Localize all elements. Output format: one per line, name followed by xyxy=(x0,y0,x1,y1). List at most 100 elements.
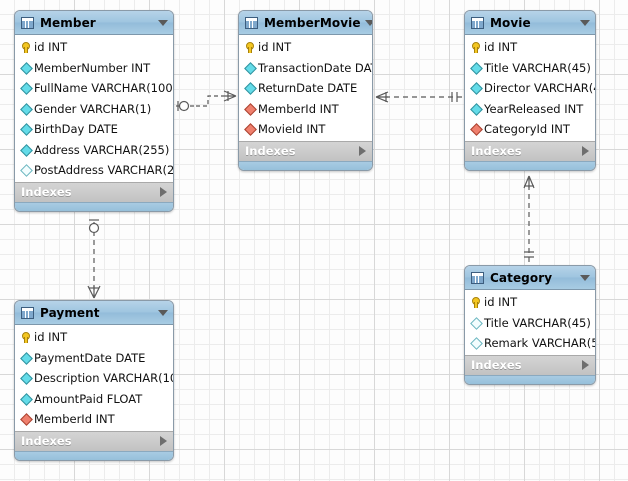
table-column[interactable]: FullName VARCHAR(100) xyxy=(15,78,173,99)
chevron-right-icon[interactable] xyxy=(160,187,167,197)
indexes-label: Indexes xyxy=(471,358,522,372)
column-label: Title VARCHAR(45) xyxy=(484,315,591,330)
indexes-label: Indexes xyxy=(21,434,72,448)
column-label: MemberId INT xyxy=(258,101,339,116)
table-column[interactable]: Title VARCHAR(45) xyxy=(465,313,595,334)
table-title: Category xyxy=(490,270,553,285)
column-label: id INT xyxy=(34,330,68,345)
foreign-key-icon xyxy=(20,414,31,425)
table-column[interactable]: YearReleased INT xyxy=(465,99,595,120)
column-label: YearReleased INT xyxy=(484,101,584,116)
table-column[interactable]: id INT xyxy=(239,37,372,58)
table-column[interactable]: id INT xyxy=(465,292,595,313)
primary-key-icon xyxy=(470,41,481,53)
column-icon xyxy=(20,62,31,73)
table-membermovie[interactable]: MemberMovie id INT TransactionDate DATE Ret… xyxy=(238,10,373,171)
chevron-down-icon[interactable] xyxy=(580,274,590,281)
indexes-section-movie[interactable]: Indexes xyxy=(465,140,595,161)
table-column[interactable]: Remark VARCHAR(500) xyxy=(465,333,595,354)
table-column[interactable]: TransactionDate DATE xyxy=(239,58,372,79)
table-footer xyxy=(15,201,173,211)
table-title: Payment xyxy=(40,305,100,320)
edge-member-payment xyxy=(87,219,101,299)
chevron-down-icon[interactable] xyxy=(580,19,590,26)
indexes-label: Indexes xyxy=(21,185,72,199)
foreign-key-icon xyxy=(470,124,481,135)
table-column[interactable]: ReturnDate DATE xyxy=(239,78,372,99)
column-icon xyxy=(20,352,31,363)
indexes-section-member[interactable]: Indexes xyxy=(15,181,173,202)
table-category[interactable]: Category id INT Title VARCHAR(45) Remark VA… xyxy=(464,265,596,385)
table-column[interactable]: id INT xyxy=(15,37,173,58)
primary-key-icon xyxy=(20,331,31,343)
table-column[interactable]: MovieId INT xyxy=(239,119,372,140)
table-column[interactable]: MemberNumber INT xyxy=(15,58,173,79)
chevron-right-icon[interactable] xyxy=(160,436,167,446)
table-header-membermovie[interactable]: MemberMovie xyxy=(239,11,372,35)
table-icon xyxy=(471,16,484,29)
edge-membermovie-movie xyxy=(375,91,462,103)
indexes-label: Indexes xyxy=(245,144,296,158)
chevron-right-icon[interactable] xyxy=(582,360,589,370)
table-movie[interactable]: Movie id INT Title VARCHAR(45) Director VAR… xyxy=(464,10,596,171)
table-column[interactable]: PostAddress VARCHAR(255) xyxy=(15,160,173,181)
table-columns-payment: id INT PaymentDate DATE Description VARCHA… xyxy=(15,325,173,431)
column-label: AmountPaid FLOAT xyxy=(34,391,143,406)
table-column[interactable]: id INT xyxy=(465,37,595,58)
table-icon xyxy=(471,271,484,284)
column-label: PostAddress VARCHAR(255) xyxy=(34,163,174,178)
column-icon xyxy=(20,393,31,404)
table-title: MemberMovie xyxy=(264,15,361,30)
table-column[interactable]: AmountPaid FLOAT xyxy=(15,389,173,410)
foreign-key-icon xyxy=(244,124,255,135)
column-label: id INT xyxy=(484,40,518,55)
table-column[interactable]: Director VARCHAR(45) xyxy=(465,78,595,99)
column-label: Description VARCHAR(100) xyxy=(34,371,174,386)
column-label: FullName VARCHAR(100) xyxy=(34,81,174,96)
chevron-down-icon[interactable] xyxy=(158,309,168,316)
column-label: Address VARCHAR(255) xyxy=(34,142,170,157)
table-column[interactable]: Address VARCHAR(255) xyxy=(15,140,173,161)
table-column[interactable]: Description VARCHAR(100) xyxy=(15,368,173,389)
column-label: id INT xyxy=(484,295,518,310)
column-label: ReturnDate DATE xyxy=(258,81,358,96)
column-label: Title VARCHAR(45) xyxy=(484,60,591,75)
table-header-payment[interactable]: Payment xyxy=(15,301,173,325)
chevron-down-icon[interactable] xyxy=(158,19,168,26)
table-header-category[interactable]: Category xyxy=(465,266,595,290)
column-label: Gender VARCHAR(1) xyxy=(34,101,152,116)
table-column[interactable]: PaymentDate DATE xyxy=(15,348,173,369)
table-icon xyxy=(245,16,258,29)
indexes-section-membermovie[interactable]: Indexes xyxy=(239,140,372,161)
nullable-column-icon xyxy=(20,165,31,176)
table-header-member[interactable]: Member xyxy=(15,11,173,35)
table-title: Member xyxy=(40,15,96,30)
column-label: BirthDay DATE xyxy=(34,122,118,137)
indexes-section-payment[interactable]: Indexes xyxy=(15,430,173,451)
column-icon xyxy=(20,124,31,135)
table-column[interactable]: Title VARCHAR(45) xyxy=(465,58,595,79)
table-columns-movie: id INT Title VARCHAR(45) Director VARCHAR(… xyxy=(465,35,595,141)
column-label: id INT xyxy=(258,40,292,55)
table-column[interactable]: BirthDay DATE xyxy=(15,119,173,140)
column-icon xyxy=(470,103,481,114)
primary-key-icon xyxy=(470,296,481,308)
chevron-right-icon[interactable] xyxy=(582,146,589,156)
table-header-movie[interactable]: Movie xyxy=(465,11,595,35)
chevron-right-icon[interactable] xyxy=(359,146,366,156)
column-label: Remark VARCHAR(500) xyxy=(484,336,595,351)
indexes-section-category[interactable]: Indexes xyxy=(465,354,595,375)
table-columns-membermovie: id INT TransactionDate DATE ReturnDate DAT… xyxy=(239,35,372,141)
table-footer xyxy=(465,374,595,384)
table-column[interactable]: id INT xyxy=(15,327,173,348)
table-column[interactable]: Gender VARCHAR(1) xyxy=(15,99,173,120)
column-icon xyxy=(470,83,481,94)
table-column[interactable]: MemberId INT xyxy=(239,99,372,120)
table-payment[interactable]: Payment id INT PaymentDate DATE Description… xyxy=(14,300,174,461)
chevron-down-icon[interactable] xyxy=(364,19,372,26)
table-column[interactable]: CategoryId INT xyxy=(465,119,595,140)
table-title: Movie xyxy=(490,15,531,30)
table-column[interactable]: MemberId INT xyxy=(15,409,173,430)
